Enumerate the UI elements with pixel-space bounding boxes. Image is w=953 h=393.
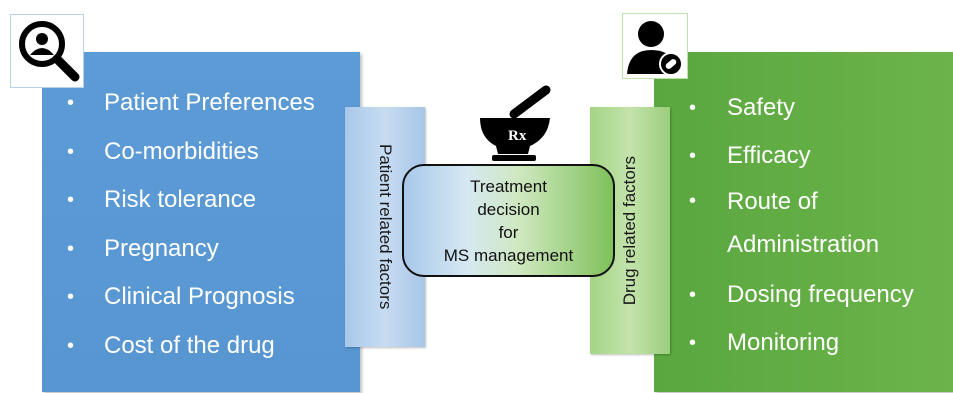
list-item: Pregnancy bbox=[42, 225, 315, 274]
list-item: Route of Administration bbox=[664, 180, 953, 271]
list-item: Monitoring bbox=[664, 319, 953, 367]
list-item: Dosing frequency bbox=[664, 271, 953, 319]
drug-factors-panel: Safety Efficacy Route of Administration … bbox=[654, 52, 953, 392]
patient-factors-list: Patient Preferences Co-morbidities Risk … bbox=[42, 79, 315, 370]
patient-bar-label: Patient related factors bbox=[376, 144, 395, 310]
decision-line: decision bbox=[477, 199, 540, 219]
list-item: Risk tolerance bbox=[42, 176, 315, 225]
drug-factors-list: Safety Efficacy Route of Administration … bbox=[664, 84, 953, 367]
list-item: Patient Preferences bbox=[42, 79, 315, 128]
treatment-decision-box: Treatment decision for MS management bbox=[402, 164, 615, 277]
search-person-icon bbox=[10, 14, 84, 88]
list-item: Safety bbox=[664, 84, 953, 132]
drug-bar-label: Drug related factors bbox=[620, 155, 639, 306]
rx-label: Rx bbox=[508, 128, 527, 144]
list-item: Co-morbidities bbox=[42, 128, 315, 177]
patient-factors-panel: Patient Preferences Co-morbidities Risk … bbox=[42, 52, 360, 392]
list-item: Clinical Prognosis bbox=[42, 273, 315, 322]
list-item: Efficacy bbox=[664, 132, 953, 180]
list-item: Cost of the drug bbox=[42, 322, 315, 371]
mortar-pestle-rx-icon: Rx bbox=[474, 84, 556, 164]
user-badge-icon bbox=[622, 13, 688, 79]
decision-line: for bbox=[498, 222, 519, 242]
decision-line: MS management bbox=[443, 245, 574, 265]
decision-line: Treatment bbox=[470, 176, 547, 196]
